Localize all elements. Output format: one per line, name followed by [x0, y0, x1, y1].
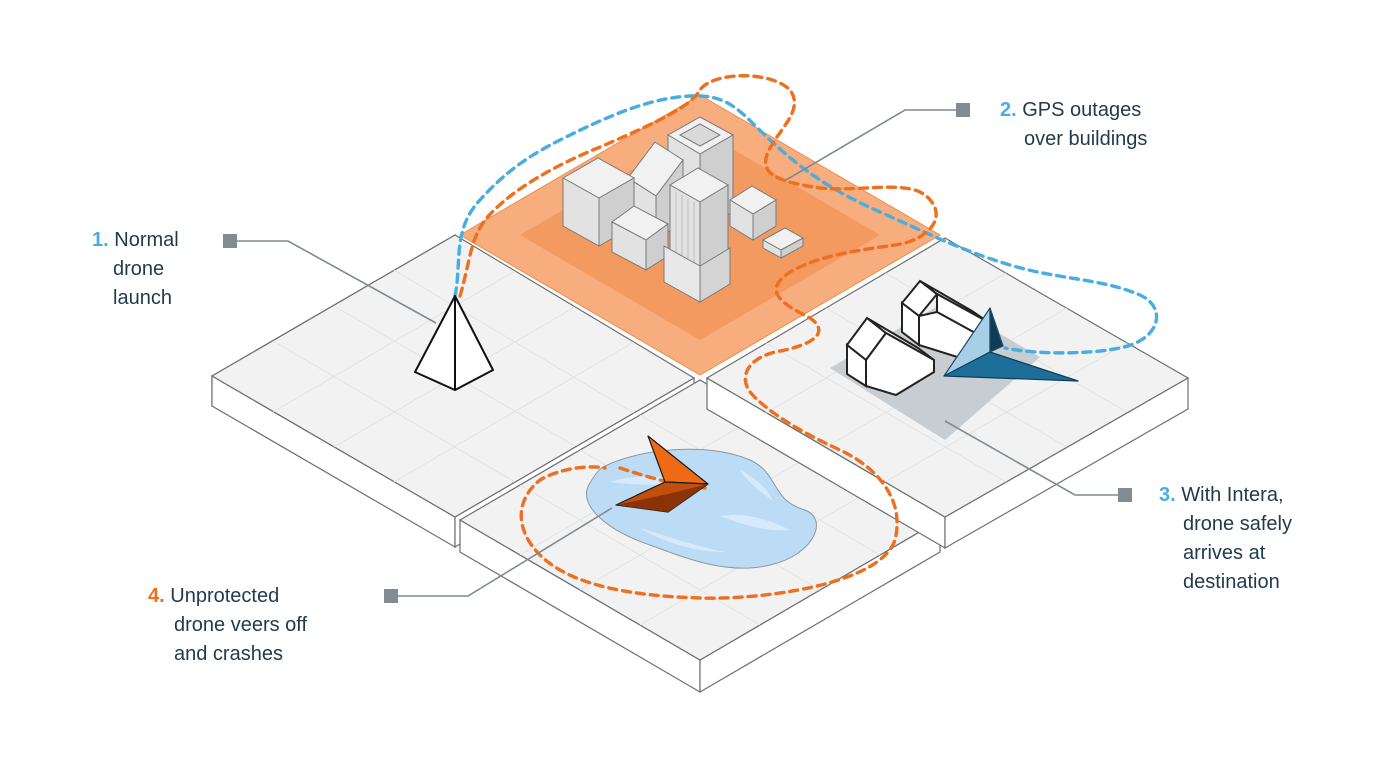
- white-pyramid-drone-icon: [414, 295, 494, 391]
- callout-line: and crashes: [174, 643, 283, 665]
- callout-gps-outages: 2. GPS outages over buildings: [1000, 96, 1147, 154]
- house-icon: [845, 316, 935, 397]
- orange-crashed-drone-icon: [615, 435, 709, 513]
- callout-1-marker: [223, 234, 237, 248]
- callout-3-leader: [944, 420, 1132, 502]
- callout-line: drone safely: [1183, 513, 1292, 535]
- blue-arrival-drone-icon: [943, 307, 1079, 382]
- unprotected-flight-path: [458, 74, 938, 600]
- callout-line: drone veers off: [174, 614, 308, 636]
- callout-line: Unprotected: [170, 585, 280, 607]
- callout-4-marker: [384, 589, 398, 603]
- callout-number: 1.: [92, 229, 109, 251]
- office-building-icon: [761, 227, 805, 259]
- callout-number: 2.: [1000, 99, 1017, 121]
- callout-line: arrives at: [1183, 542, 1266, 564]
- callout-line: over buildings: [1024, 128, 1148, 150]
- callout-3-marker: [1118, 488, 1132, 502]
- callout-line: GPS outages: [1022, 99, 1142, 121]
- callout-number: 4.: [148, 585, 165, 607]
- office-building-icon: [663, 167, 731, 303]
- intera-flight-path: [453, 94, 1159, 355]
- callout-1-leader: [223, 234, 437, 324]
- callout-line: Normal: [114, 229, 179, 251]
- callout-4-leader: [384, 507, 613, 603]
- callout-2-marker: [956, 103, 970, 117]
- callout-line: drone: [113, 258, 165, 280]
- callout-line: launch: [113, 287, 172, 309]
- office-building-icon: [611, 205, 669, 271]
- callout-2-leader: [785, 103, 970, 181]
- office-building-icon: [729, 185, 777, 241]
- callout-normal-launch: 1. Normal drone launch: [92, 226, 179, 313]
- callout-line: destination: [1183, 571, 1280, 593]
- callout-number: 3.: [1159, 484, 1176, 506]
- callout-intera-arrives: 3. With Intera, drone safely arrives at …: [1159, 481, 1292, 597]
- callout-unprotected-crash: 4. Unprotected drone veers off and crash…: [148, 582, 307, 669]
- callout-line: With Intera,: [1181, 484, 1284, 506]
